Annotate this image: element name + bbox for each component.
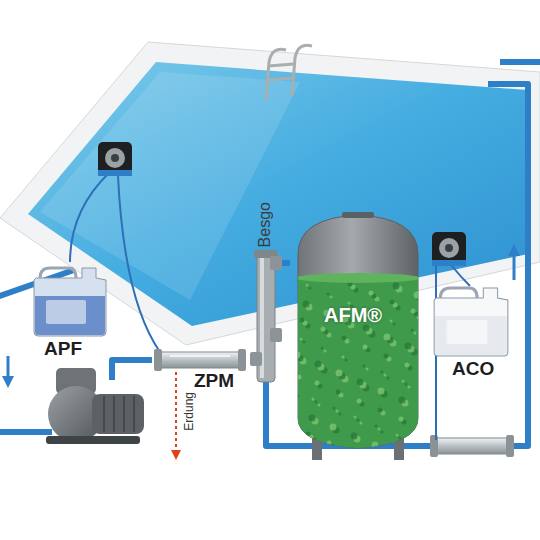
- filter-tank-shape: [290, 212, 426, 462]
- afm-filter-tank: AFM®: [290, 212, 426, 462]
- node-label: ZPM: [194, 370, 234, 392]
- inline-tube: [430, 435, 514, 457]
- pipe-network: [0, 62, 540, 446]
- node-label: AFM®: [324, 304, 382, 327]
- pipe-connector: [282, 260, 290, 266]
- circulation-pump: [46, 368, 144, 444]
- dosing-pump: [432, 232, 466, 266]
- node-label: Besgo: [256, 202, 274, 247]
- node-label: APF: [44, 338, 82, 360]
- grounding-lead: [171, 372, 181, 460]
- annotation-label: Erdung: [182, 392, 196, 431]
- dosing-pump: [98, 142, 132, 176]
- zpm-unit: ZPM: [150, 338, 250, 392]
- node-label: ACO: [452, 358, 494, 380]
- besgo-valve: Besgo: [250, 200, 282, 382]
- pool-ladder: [266, 45, 312, 100]
- chemical-canister: ACO: [428, 282, 514, 382]
- chemical-canister: APF: [28, 262, 112, 362]
